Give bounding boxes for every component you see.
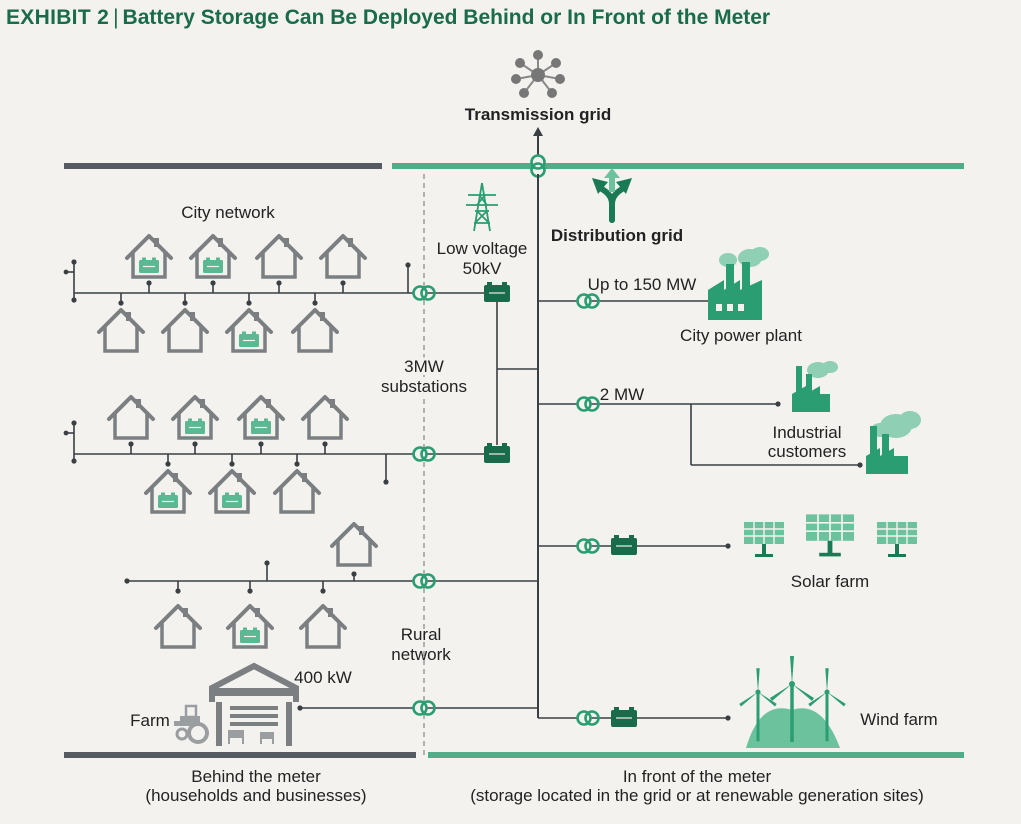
top-bar-front (392, 163, 964, 169)
exhibit-title-text: Battery Storage Can Be Deployed Behind o… (122, 6, 771, 29)
pylon-icon (466, 182, 498, 232)
grid-battery-wind (610, 706, 638, 728)
bottom-bar-behind (64, 752, 416, 758)
rural-network-label-2: network (391, 645, 451, 664)
distribution-grid-label: Distribution grid (551, 226, 683, 245)
grid-battery-city-1 (483, 281, 511, 303)
top-bar-behind (64, 163, 382, 169)
up-to-150mw-label: Up to 150 MW (588, 275, 697, 294)
rural-feeder (124, 560, 538, 595)
grid-battery-solar (610, 534, 638, 556)
rural-houses (154, 522, 378, 649)
solar-farm-label: Solar farm (791, 572, 869, 591)
distribution-grid-icon (592, 168, 632, 223)
solar-panels (743, 513, 918, 558)
factory-icon-2 (866, 411, 921, 474)
tractor-icon (174, 704, 209, 744)
two-mw-label: 2 MW (600, 385, 644, 404)
bottom-bar-front (428, 752, 964, 758)
wind-farm-label: Wind farm (860, 710, 937, 729)
behind-meter-title: Behind the meter (191, 767, 321, 786)
substations-label-2: substations (381, 377, 467, 396)
front-meter-title: In front of the meter (623, 767, 772, 786)
industrial-label-2: customers (768, 442, 846, 461)
title-separator: | (113, 6, 119, 29)
barn-icon (209, 662, 299, 746)
behind-meter-subtitle: (households and businesses) (145, 786, 366, 805)
exhibit-title: EXHIBIT 2|Battery Storage Can Be Deploye… (6, 6, 770, 30)
power-plant-icon (708, 247, 769, 320)
farm-label: Farm (130, 711, 170, 730)
four-hundred-kw-label: 400 kW (294, 668, 352, 687)
grid-battery-city-2 (483, 442, 511, 464)
city-power-plant-label: City power plant (680, 326, 802, 345)
city-feeder-2 (63, 420, 497, 485)
factory-icon-1 (792, 361, 838, 412)
industrial-label-1: Industrial (773, 423, 842, 442)
front-meter-subtitle: (storage located in the grid or at renew… (470, 786, 924, 805)
exhibit-number: EXHIBIT 2 (6, 6, 110, 29)
rural-network-label-1: Rural (401, 625, 442, 644)
substations-label-1: 3MW (404, 357, 444, 376)
low-voltage-label-1: Low voltage (437, 239, 528, 258)
low-voltage-label-2: 50kV (463, 259, 502, 278)
city-network-label: City network (181, 203, 275, 222)
transmission-grid-label: Transmission grid (465, 105, 611, 124)
wind-turbines (737, 654, 848, 748)
transmission-network-icon (511, 50, 565, 98)
